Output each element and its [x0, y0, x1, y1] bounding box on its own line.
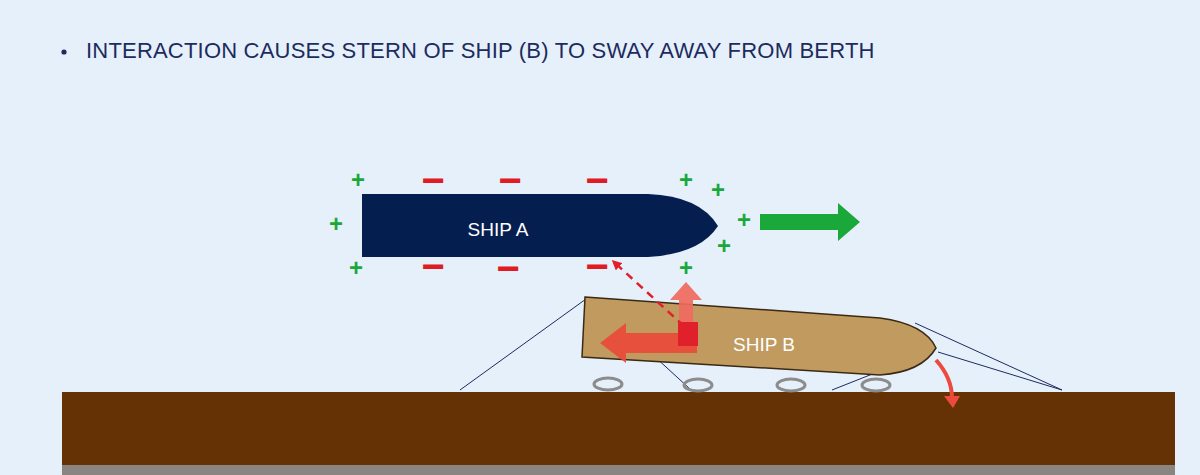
high-pressure-sign: + — [351, 168, 365, 192]
bullet — [61, 49, 66, 54]
high-pressure-sign: + — [329, 212, 343, 236]
high-pressure-sign: + — [717, 234, 731, 258]
low-pressure-sign: − — [585, 160, 608, 200]
motion-arrow — [760, 203, 860, 241]
bow-swing-arrow — [936, 360, 952, 398]
surge-force-arrow — [600, 323, 697, 363]
high-pressure-sign: + — [711, 178, 725, 202]
low-pressure-sign: − — [496, 248, 519, 288]
ship-b-hull: SHIP B — [580, 295, 940, 377]
force-origin — [678, 322, 698, 346]
quay — [62, 392, 1175, 466]
ship-name: SHIP B — [733, 334, 795, 356]
resultant-force-arrow — [614, 262, 684, 326]
bow-swing-head — [944, 396, 960, 408]
ship-name: SHIP A — [468, 219, 529, 241]
low-pressure-sign: − — [421, 246, 444, 286]
low-pressure-sign: − — [585, 246, 608, 286]
quay-edge — [62, 465, 1175, 475]
high-pressure-sign: + — [679, 168, 693, 192]
low-pressure-sign: − — [498, 160, 521, 200]
ship-a-hull: SHIP A — [360, 192, 722, 260]
hull-outline — [360, 192, 722, 260]
fenders — [594, 378, 890, 391]
low-pressure-sign: − — [421, 160, 444, 200]
sway-force-arrow — [670, 282, 702, 331]
heading: INTERACTION CAUSES STERN OF SHIP (B) TO … — [86, 38, 875, 64]
high-pressure-sign: + — [737, 208, 751, 232]
high-pressure-sign: + — [349, 256, 363, 280]
high-pressure-sign: + — [679, 256, 693, 280]
